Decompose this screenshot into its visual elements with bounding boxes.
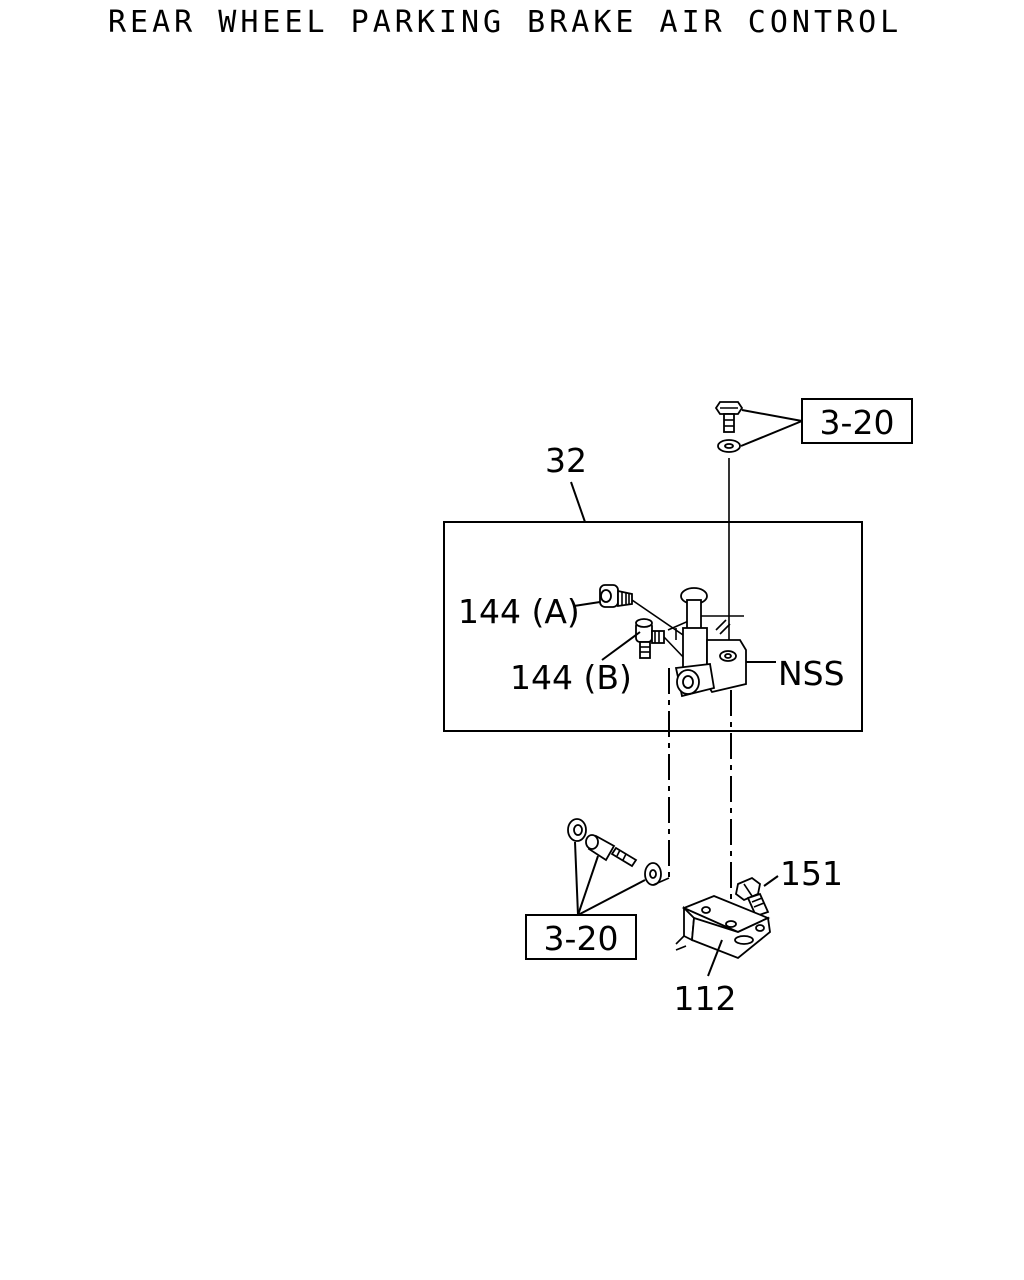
elbow-a-label: 144 (A) bbox=[458, 592, 580, 631]
ref-top-leader-2 bbox=[740, 420, 803, 447]
ref-box-bottom[interactable] bbox=[525, 914, 637, 960]
mounting-bracket bbox=[675, 895, 771, 960]
clevis-pin bbox=[585, 834, 638, 868]
ref-label-bottom: 3-20 bbox=[544, 919, 619, 958]
ref-bottom-leader-3 bbox=[577, 879, 646, 916]
elbow-a-fitting bbox=[599, 584, 633, 608]
elbow-b-fitting bbox=[635, 618, 665, 659]
diagram-title: REAR WHEEL PARKING BRAKE AIR CONTROL bbox=[108, 5, 902, 40]
elbow-b-leader bbox=[601, 631, 641, 661]
bracket-label: 112 bbox=[674, 979, 737, 1018]
ref-label-top: 3-20 bbox=[820, 403, 895, 442]
pin-nut bbox=[567, 818, 587, 842]
elbow-b-label: 144 (B) bbox=[510, 658, 632, 697]
elbow-a-connector bbox=[631, 599, 687, 638]
ref-top-leader-1 bbox=[741, 409, 803, 422]
assembly-label: 32 bbox=[545, 441, 587, 480]
bolt-label: 151 bbox=[780, 854, 843, 893]
ref-box-top[interactable] bbox=[801, 398, 913, 444]
elbow-a-leader bbox=[573, 601, 601, 607]
control-valve bbox=[667, 587, 747, 698]
nss-label: NSS bbox=[778, 654, 845, 693]
bracket-leader bbox=[707, 939, 723, 977]
bolt-151 bbox=[735, 876, 770, 918]
bolt-leader bbox=[763, 875, 779, 887]
top-bolt bbox=[714, 401, 744, 433]
ref-bottom-leader-1 bbox=[574, 841, 579, 916]
assembly-frame bbox=[443, 521, 863, 732]
pin-centre-connector bbox=[652, 877, 670, 886]
ref-bottom-leader-2 bbox=[577, 855, 599, 916]
pin-washer bbox=[644, 862, 662, 886]
top-washer bbox=[717, 439, 741, 453]
assembly-leader bbox=[570, 481, 586, 523]
